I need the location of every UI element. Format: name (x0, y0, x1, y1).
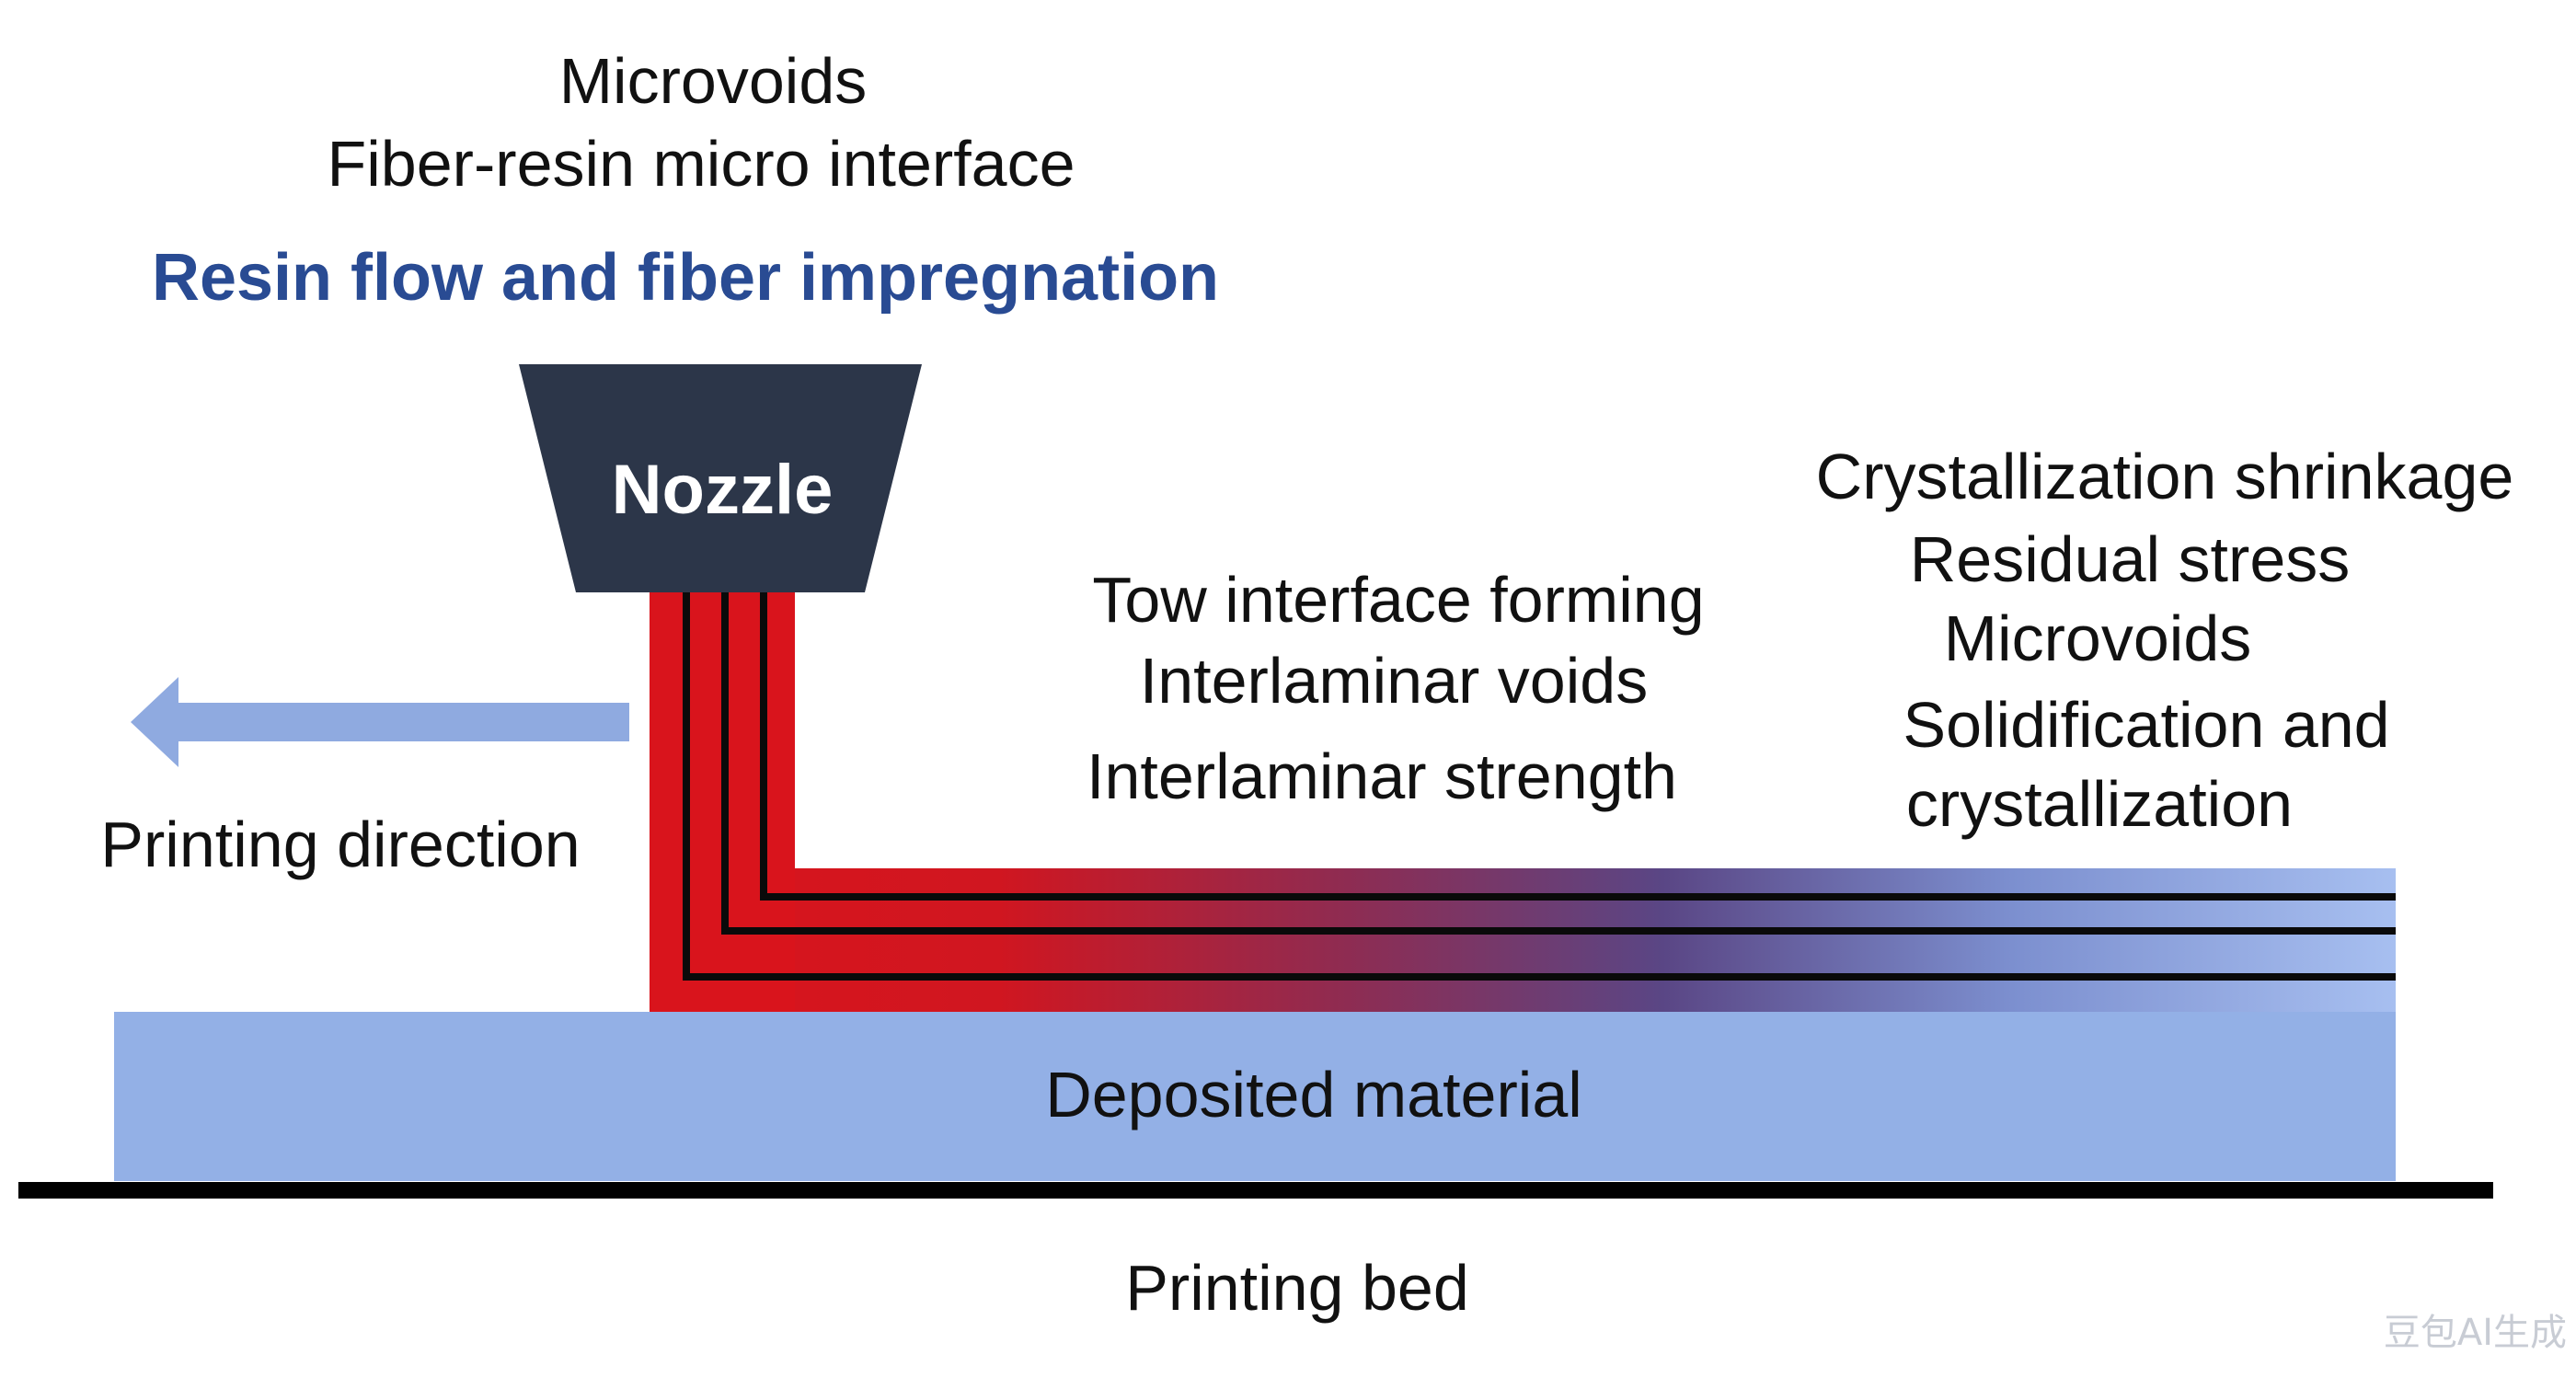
label-crystallization-shrinkage: Crystallization shrinkage (1816, 441, 2514, 512)
arrow-left-icon (131, 677, 629, 767)
deposited-material-layer (114, 1012, 2396, 1181)
fiber-tow-1 (683, 592, 2396, 981)
label-solidification-line1: Solidification and (1903, 689, 2389, 761)
label-interlaminar-voids: Interlaminar voids (1140, 645, 1648, 717)
label-microvoids-right: Microvoids (1944, 602, 2252, 674)
label-solidification-line2: crystallization (1906, 768, 2293, 840)
label-printing-direction: Printing direction (100, 809, 580, 880)
label-resin-flow: Resin flow and fiber impregnation (152, 241, 1219, 315)
label-residual-stress: Residual stress (1910, 523, 2351, 595)
label-tow-interface: Tow interface forming (1092, 564, 1704, 636)
fiber-tow-2 (721, 592, 2396, 935)
label-printing-bed: Printing bed (1125, 1252, 1469, 1324)
printing-bed-line (18, 1182, 2493, 1199)
label-interlaminar-strength: Interlaminar strength (1087, 740, 1677, 812)
deposited-strand (650, 868, 2396, 1012)
label-fiber-resin-interface: Fiber-resin micro interface (328, 128, 1075, 200)
nozzle-label: Nozzle (612, 451, 834, 529)
watermark-text: 豆包AI生成 (2384, 1312, 2567, 1354)
nozzle-body (519, 364, 922, 592)
label-deposited-material: Deposited material (1045, 1059, 1582, 1130)
fiber-tow-3 (760, 592, 2396, 901)
label-microvoids-top: Microvoids (559, 45, 868, 117)
